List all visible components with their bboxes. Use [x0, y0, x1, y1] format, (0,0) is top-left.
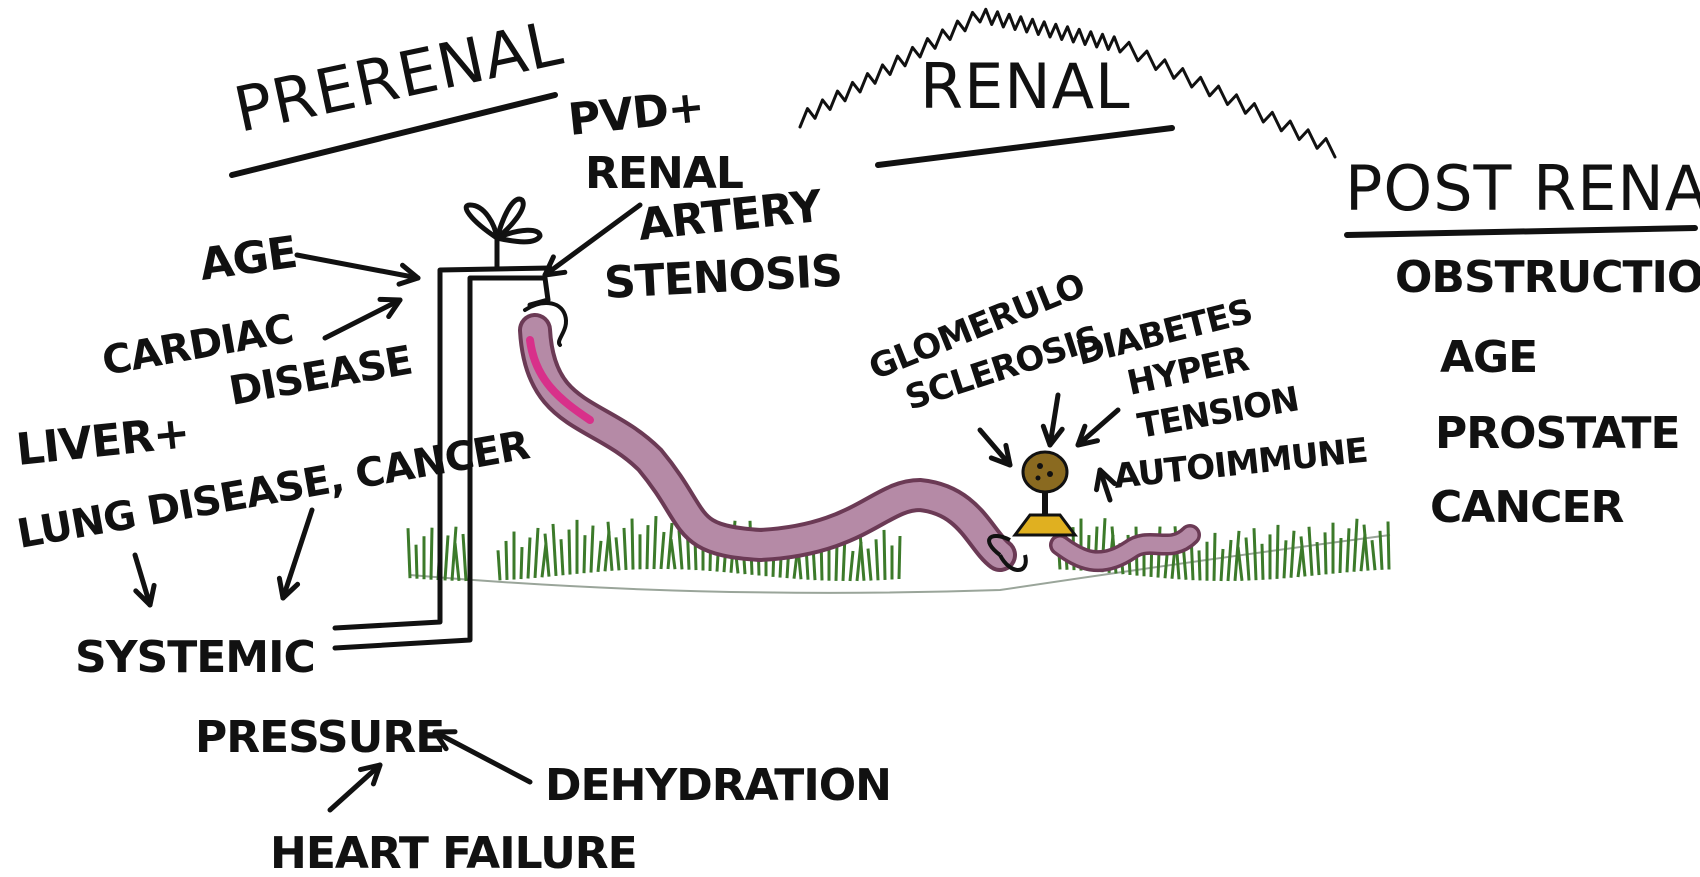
grass-blade [850, 551, 853, 581]
arrow-glomerulo-down [980, 430, 1010, 465]
grass-blade [671, 539, 675, 569]
grass-blade [1309, 527, 1312, 576]
grass-blade [1238, 547, 1242, 581]
grass-blade [1277, 525, 1278, 579]
grass-blade [561, 539, 563, 575]
grass-blade [876, 539, 878, 580]
grass-blade [463, 534, 466, 581]
grass-blade [535, 528, 538, 578]
grass-blade [1364, 525, 1368, 571]
grass-blade [1284, 540, 1286, 578]
grass-blade [591, 526, 593, 573]
grass-blade [521, 547, 522, 579]
grass-blade [632, 519, 633, 570]
grass-blade [1347, 528, 1349, 572]
grass-blade [1354, 519, 1357, 572]
grass-blade [884, 530, 885, 580]
grass-blade [445, 535, 448, 580]
label-age-postrenal: AGE [1440, 332, 1537, 383]
grass-blade [584, 535, 585, 573]
grass-blade [506, 541, 507, 580]
label-obstruction: OBSTRUCTION [1395, 252, 1700, 303]
arrow-liver-down [135, 555, 154, 605]
arrow-heartfailure-up [330, 765, 380, 810]
label-cancer-postrenal: CANCER [1430, 482, 1624, 533]
postrenal-title: POST RENAL [1345, 152, 1700, 225]
grass-blade [431, 528, 432, 580]
arrow-dehydration-up [435, 732, 530, 782]
grass-blade [624, 528, 626, 570]
grass-blade [1199, 550, 1200, 580]
arrow-age-to-tap [297, 255, 418, 284]
grass-blade [1388, 522, 1389, 570]
arrow-cancer-down [279, 510, 312, 598]
grass-blade [1254, 528, 1256, 580]
arrow-autoimmune-left [1097, 470, 1115, 500]
grass-blade [860, 533, 864, 581]
label-pressure: PRESSURE [195, 712, 444, 763]
arrow-hypertension-down [1078, 410, 1118, 445]
label-age-prerenal: AGE [196, 227, 299, 291]
grass-blade [1372, 540, 1375, 570]
grass-blade [616, 537, 619, 570]
grass-blade [1214, 533, 1215, 581]
grass-blade [455, 543, 459, 581]
renal-title: RENAL [920, 50, 1131, 123]
grass-blade [868, 549, 871, 581]
grass-blade [654, 516, 656, 569]
label-stenosis: STENOSIS [603, 246, 843, 309]
label-systemic: SYSTEMIC [75, 632, 315, 683]
grass-blade [1340, 538, 1341, 573]
grass-blade [598, 541, 601, 572]
label-liver-1: LIVER+ [14, 407, 192, 476]
grass-blade [679, 530, 682, 569]
grass-blade [553, 524, 556, 576]
grass-blade [1228, 540, 1231, 581]
grass-blade [1291, 531, 1294, 578]
grass-blade [498, 550, 500, 580]
grass-blade [545, 534, 549, 577]
label-heart-failure: HEART FAILURE [270, 828, 637, 877]
grass-blade [647, 525, 648, 569]
label-dehydration: DEHYDRATION [545, 760, 891, 811]
tap-handle-icon [466, 199, 540, 268]
grass-blade [661, 532, 664, 569]
grass-blade [1380, 531, 1382, 570]
grass [408, 516, 1389, 581]
grass-blade [1317, 542, 1319, 575]
grass-blade [1246, 538, 1249, 581]
grass-blade [408, 528, 410, 578]
label-prostate: PROSTATE [1435, 408, 1680, 459]
label-pvd: PVD+ [566, 81, 706, 146]
prerenal-title: PRERENAL [228, 6, 569, 147]
postrenal-underline [1347, 228, 1695, 235]
grass-blade [569, 530, 570, 575]
grass-blade [1262, 544, 1263, 580]
grass-blade [1221, 549, 1223, 581]
arrow-cardiac-to-pipe [325, 299, 400, 338]
grass-blade [899, 536, 900, 579]
grass-blade [1325, 532, 1326, 574]
grass-blade [836, 544, 837, 581]
renal-underline [878, 128, 1172, 165]
grass-blade [608, 522, 612, 571]
grass-blade [1301, 536, 1305, 576]
grass-blade [528, 538, 530, 579]
arrow-diabetes-down [1043, 395, 1062, 445]
grass-blade [416, 545, 417, 579]
